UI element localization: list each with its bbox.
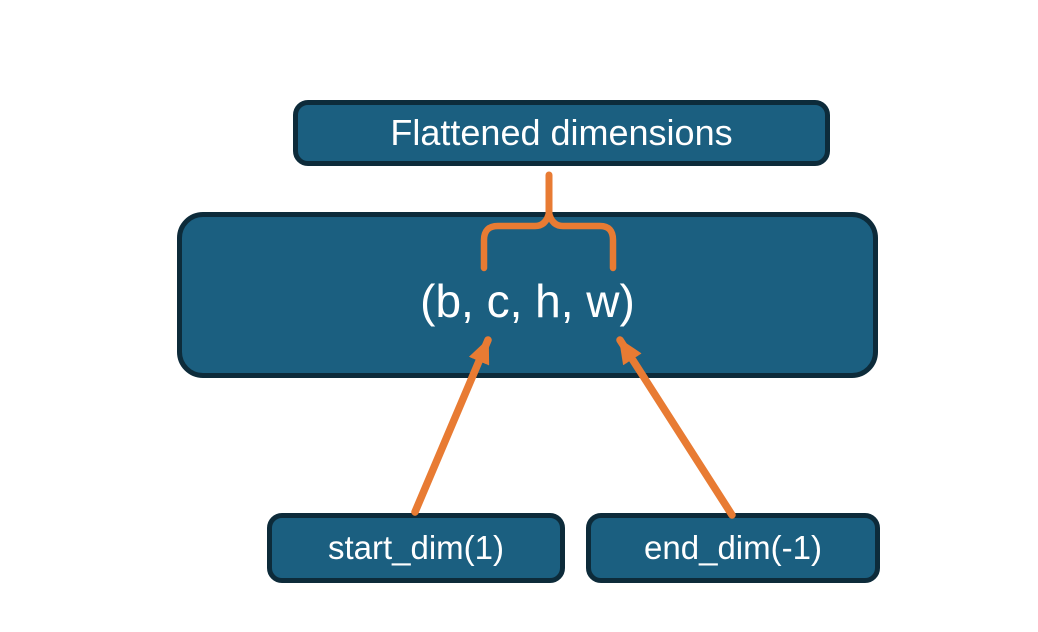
tensor-shape-label: (b, c, h, w)	[420, 275, 635, 327]
start-dim-box: start_dim(1)	[267, 513, 565, 583]
tensor-shape-box: (b, c, h, w)	[177, 212, 878, 378]
flattened-dimensions-box: Flattened dimensions	[293, 100, 830, 166]
end-dim-label: end_dim(-1)	[644, 529, 822, 566]
flattened-dimensions-label: Flattened dimensions	[390, 112, 733, 153]
end-dim-box: end_dim(-1)	[586, 513, 880, 583]
start-dim-label: start_dim(1)	[327, 529, 505, 566]
